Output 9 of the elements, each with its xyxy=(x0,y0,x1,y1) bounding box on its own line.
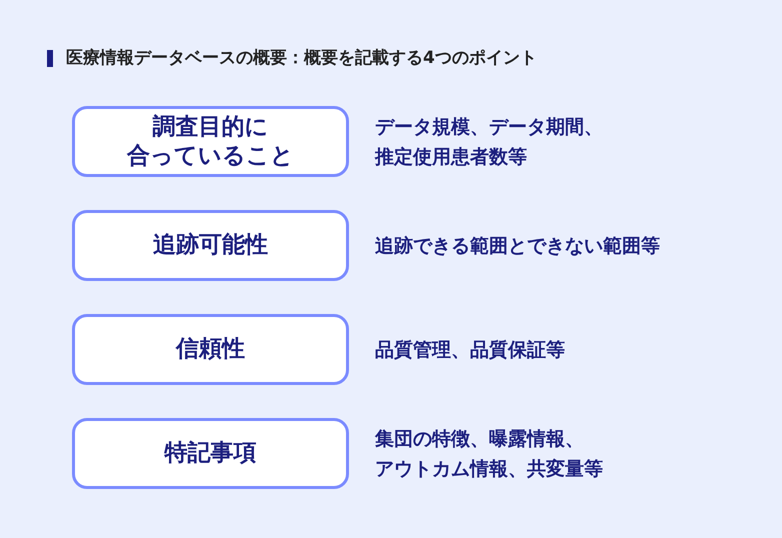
description-text: データ規模、データ期間、推定使用患者数等 xyxy=(375,114,603,170)
description-text: 品質管理、品質保証等 xyxy=(375,338,565,362)
description-text: 集団の特徴、曝露情報、アウトカム情報、共変量等 xyxy=(375,426,603,482)
item-box: 特記事項 xyxy=(72,418,349,489)
item-box: 調査目的に合っていること xyxy=(72,106,349,177)
title: 医療情報データベースの概要：概要を記載する4つのポイント xyxy=(66,47,537,69)
item-box: 追跡可能性 xyxy=(72,210,349,281)
description-text: 追跡できる範囲とできない範囲等 xyxy=(375,234,660,258)
item-box: 信頼性 xyxy=(72,314,349,385)
